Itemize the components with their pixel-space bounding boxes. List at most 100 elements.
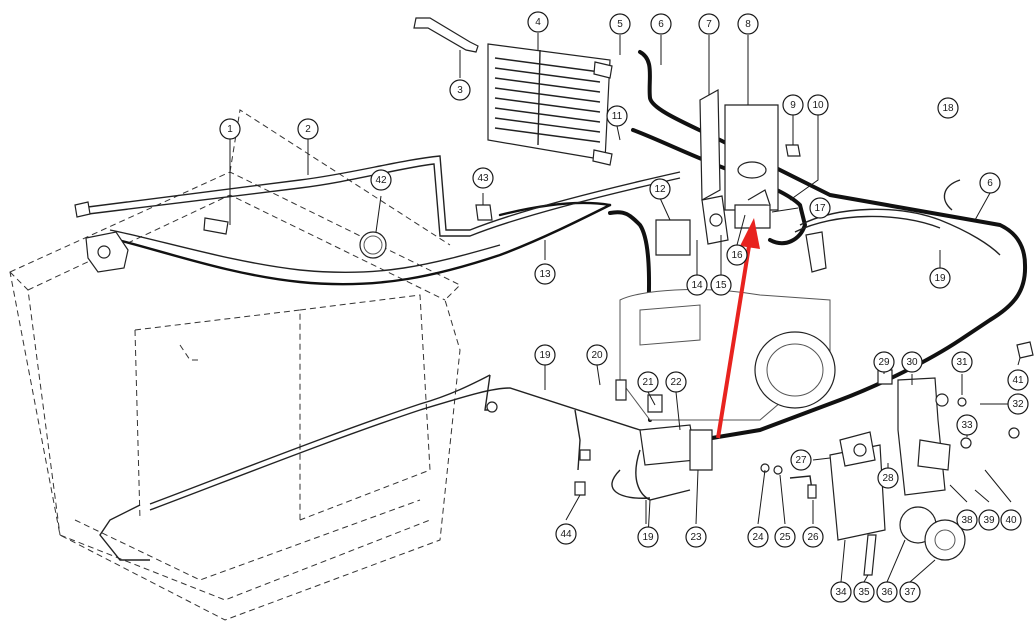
clip-43 — [475, 204, 493, 221]
callout-circle — [951, 351, 973, 373]
callout-25: 25 — [774, 526, 796, 548]
callout-circle — [726, 244, 748, 266]
callout-label: 31 — [956, 357, 968, 368]
bracket — [413, 17, 479, 53]
callout-19: 19 — [637, 526, 659, 548]
callout-3: 3 — [449, 79, 471, 101]
callout-43: 43 — [472, 167, 494, 189]
valve-plates — [699, 88, 779, 211]
callout-label: 39 — [983, 515, 995, 526]
callout-circle — [956, 509, 978, 531]
callout-label: 35 — [858, 587, 870, 598]
callout-4: 4 — [527, 11, 549, 33]
callout-21: 21 — [637, 371, 659, 393]
callout-label: 14 — [691, 280, 703, 291]
callout-label: 41 — [1012, 375, 1024, 386]
callout-label: 4 — [535, 17, 541, 28]
callout-label: 43 — [477, 173, 489, 184]
callout-circle — [782, 94, 804, 116]
callout-label: 24 — [752, 532, 764, 543]
callout-11: 11 — [606, 105, 628, 127]
callout-circle — [807, 94, 829, 116]
callout-circle — [1007, 369, 1029, 391]
callout-label: 20 — [591, 350, 603, 361]
wire-harness-19-right — [794, 208, 1001, 273]
callout-label: 7 — [706, 19, 712, 30]
left-fittings — [74, 201, 229, 273]
callout-label: 1 — [227, 124, 233, 135]
callout-label: 28 — [882, 473, 894, 484]
callout-label: 16 — [731, 250, 743, 261]
callout-26: 26 — [802, 526, 824, 548]
red-arrow — [716, 218, 760, 439]
callout-14: 14 — [686, 274, 708, 296]
callout-label: 13 — [539, 269, 551, 280]
callout-9: 9 — [782, 94, 804, 116]
callout-label: 19 — [539, 350, 551, 361]
callout-15: 15 — [710, 274, 732, 296]
callout-19: 19 — [929, 267, 951, 289]
callout-circle — [737, 13, 759, 35]
wire-harness-19 — [99, 374, 701, 561]
callout-7: 7 — [698, 13, 720, 35]
callout-38: 38 — [956, 509, 978, 531]
callout-label: 42 — [375, 175, 387, 186]
callout-circle — [527, 11, 549, 33]
callout-34: 34 — [830, 581, 852, 603]
callout-44: 44 — [555, 523, 577, 545]
callout-circle — [901, 351, 923, 373]
callout-circle — [747, 526, 769, 548]
callout-circle — [637, 526, 659, 548]
callout-label: 2 — [305, 124, 311, 135]
callout-label: 15 — [715, 280, 727, 291]
callout-10: 10 — [807, 94, 829, 116]
callout-35: 35 — [853, 581, 875, 603]
callout-label: 22 — [670, 377, 682, 388]
callout-16: 16 — [726, 244, 748, 266]
callout-31: 31 — [951, 351, 973, 373]
callout-label: 37 — [904, 587, 916, 598]
callout-label: 11 — [612, 111, 623, 122]
callout-circle — [555, 523, 577, 545]
grommet-42 — [359, 231, 387, 259]
leader-lines — [229, 33, 1021, 583]
callout-circle — [219, 118, 241, 140]
callout-circle — [649, 178, 671, 200]
callout-17: 17 — [809, 197, 831, 219]
callout-18: 18 — [937, 97, 959, 119]
callout-circle — [979, 172, 1001, 194]
callout-label: 6 — [987, 178, 993, 189]
callout-24: 24 — [747, 526, 769, 548]
callout-label: 19 — [642, 532, 654, 543]
callout-label: 27 — [795, 455, 807, 466]
callout-label: 29 — [878, 357, 890, 368]
relay-box — [639, 394, 713, 471]
callout-label: 9 — [790, 100, 796, 111]
wire-harness-2 — [79, 155, 681, 237]
callout-label: 34 — [835, 587, 847, 598]
callout-13: 13 — [534, 263, 556, 285]
callout-label: 30 — [906, 357, 918, 368]
callout-circle — [370, 169, 392, 191]
callout-circle — [637, 371, 659, 393]
valve-assembly — [655, 189, 771, 256]
callout-label: 3 — [457, 85, 463, 96]
callout-circle — [853, 581, 875, 603]
callout-label: 17 — [814, 203, 826, 214]
callout-circle — [686, 274, 708, 296]
callout-22: 22 — [665, 371, 687, 393]
callout-circle — [710, 274, 732, 296]
callout-19: 19 — [534, 344, 556, 366]
callout-label: 25 — [779, 532, 791, 543]
callout-label: 32 — [1012, 399, 1024, 410]
callout-label: 19 — [934, 273, 946, 284]
callout-label: 12 — [654, 184, 666, 195]
callout-12: 12 — [649, 178, 671, 200]
condenser — [487, 43, 613, 166]
callout-8: 8 — [737, 13, 759, 35]
callout-circle — [956, 414, 978, 436]
callout-circle — [586, 344, 608, 366]
callout-label: 5 — [617, 19, 623, 30]
callout-40: 40 — [1000, 509, 1022, 531]
